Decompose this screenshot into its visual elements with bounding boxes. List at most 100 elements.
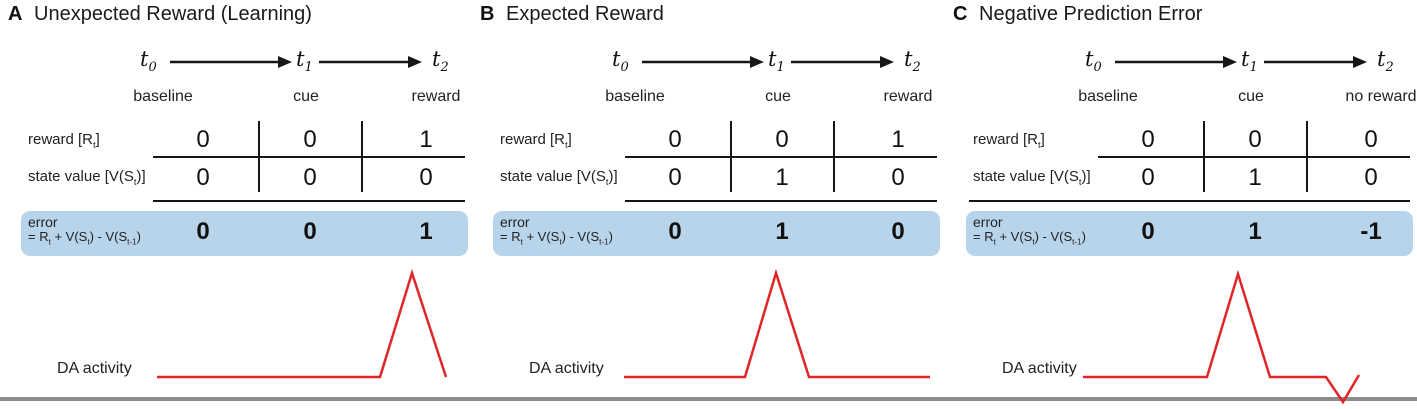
error-row-label: error = Rt + V(St) - V(St-1) — [500, 214, 613, 247]
da-polyline — [157, 268, 448, 379]
table-rule-bottom — [969, 200, 1410, 202]
timeline-arrows — [1115, 56, 1367, 68]
timeline: t0 t1 t2 baseline cue reward — [0, 0, 472, 409]
timeline-t2-label: t2 — [904, 47, 921, 76]
state-value-t2: 0 — [891, 164, 905, 191]
timeline-t1-label: t1 — [296, 47, 313, 76]
table-column-divider-2 — [833, 121, 835, 192]
da-activity-plot — [1083, 269, 1361, 405]
table-column-divider-1 — [1203, 121, 1205, 192]
reward-row-label: reward [Rt] — [500, 131, 572, 150]
timeline-t0-label: t0 — [140, 47, 157, 76]
table-rule-top — [153, 156, 465, 158]
da-polyline — [624, 268, 930, 379]
timeline: t0 t1 t2 baseline cue reward — [472, 0, 944, 409]
error-label-line1: error — [28, 214, 58, 230]
arrow-head-icon — [750, 56, 764, 68]
table-column-divider-2 — [361, 121, 363, 192]
error-value-t2: 1 — [419, 218, 433, 245]
error-value-t2: -1 — [1360, 218, 1382, 245]
reward-value-t2: 1 — [891, 126, 905, 153]
state-value-t2: 0 — [419, 164, 433, 191]
error-label-formula: = Rt + V(St) - V(St-1) — [28, 229, 141, 247]
error-value-t1: 1 — [775, 218, 789, 245]
panel-header: A Unexpected Reward (Learning) — [8, 3, 312, 26]
da-activity-label: DA activity — [529, 360, 604, 377]
error-value-t0: 0 — [196, 218, 210, 245]
da-activity-label: DA activity — [57, 360, 132, 377]
state-value-t0: 0 — [196, 164, 210, 191]
panel-letter: B — [480, 3, 495, 25]
table-rule-bottom — [153, 200, 465, 202]
stage-label-cue: cue — [1238, 88, 1264, 105]
stage-label-outcome: no reward — [1345, 88, 1417, 105]
arrow-head-icon — [880, 56, 894, 68]
table-rule-top — [625, 156, 937, 158]
error-row-box — [493, 211, 940, 256]
panel-letter: A — [8, 3, 23, 25]
panel-header: C Negative Prediction Error — [953, 3, 1202, 26]
table-column-divider-2 — [1306, 121, 1308, 192]
bottom-border-bar — [0, 397, 1417, 401]
timeline-t0-label: t0 — [1085, 47, 1102, 76]
panel-letter: C — [953, 3, 968, 25]
error-label-line1: error — [500, 214, 530, 230]
timeline: t0 t1 t2 baseline cue no reward — [945, 0, 1417, 409]
error-row-label: error = Rt + V(St) - V(St-1) — [28, 214, 141, 247]
reward-value-t0: 0 — [196, 126, 210, 153]
panel: A Unexpected Reward (Learning) t0 t1 t2 b… — [0, 0, 472, 409]
error-value-t1: 0 — [303, 218, 317, 245]
panel: C Negative Prediction Error t0 t1 t2 base… — [945, 0, 1417, 409]
timeline-arrows — [642, 56, 894, 68]
timeline-t1-label: t1 — [1241, 47, 1258, 76]
panel-title: Expected Reward — [506, 3, 664, 25]
error-value-t2: 0 — [891, 218, 905, 245]
error-label-formula: = Rt + V(St) - V(St-1) — [973, 229, 1086, 247]
state-value-t1: 0 — [303, 164, 317, 191]
stage-label-baseline: baseline — [133, 88, 193, 105]
timeline-arrows — [170, 56, 422, 68]
table-rule-bottom — [625, 200, 937, 202]
reward-row-label: reward [Rt] — [973, 131, 1045, 150]
arrow-head-icon — [1223, 56, 1237, 68]
table-rule-top — [1098, 156, 1410, 158]
state-value-row-label: state value [V(St)] — [973, 168, 1091, 187]
panel-header: B Expected Reward — [480, 3, 664, 26]
panel-title: Unexpected Reward (Learning) — [34, 3, 312, 25]
error-row-label: error = Rt + V(St) - V(St-1) — [973, 214, 1086, 247]
arrow-head-icon — [1353, 56, 1367, 68]
error-label-line1: error — [973, 214, 1003, 230]
reward-value-t1: 0 — [303, 126, 317, 153]
reward-value-t1: 0 — [775, 126, 789, 153]
state-value-t0: 0 — [1141, 164, 1155, 191]
table-column-divider-1 — [258, 121, 260, 192]
value-table: reward [Rt] state value [V(St)] 0 0 0 0 … — [945, 0, 1417, 409]
da-activity-label: DA activity — [1002, 360, 1077, 377]
error-value-t1: 1 — [1248, 218, 1262, 245]
stage-label-cue: cue — [765, 88, 791, 105]
state-value-t1: 1 — [775, 164, 789, 191]
value-table: reward [Rt] state value [V(St)] 0 0 1 0 … — [472, 0, 944, 409]
timeline-t1-label: t1 — [768, 47, 785, 76]
timeline-t2-label: t2 — [1377, 47, 1394, 76]
timeline-t2-label: t2 — [432, 47, 449, 76]
panel-title: Negative Prediction Error — [979, 3, 1203, 25]
reward-value-t1: 0 — [1248, 126, 1262, 153]
value-table: reward [Rt] state value [V(St)] 0 0 1 0 … — [0, 0, 472, 409]
reward-row-label: reward [Rt] — [28, 131, 100, 150]
state-value-row-label: state value [V(St)] — [500, 168, 618, 187]
reward-value-t2: 1 — [419, 126, 433, 153]
state-value-t0: 0 — [668, 164, 682, 191]
error-row-box — [966, 211, 1413, 256]
reward-value-t0: 0 — [668, 126, 682, 153]
error-row-box — [21, 211, 468, 256]
arrow-head-icon — [408, 56, 422, 68]
state-value-row-label: state value [V(St)] — [28, 168, 146, 187]
stage-label-baseline: baseline — [605, 88, 665, 105]
da-activity-plot — [157, 268, 448, 379]
reward-value-t2: 0 — [1364, 126, 1378, 153]
error-value-t0: 0 — [1141, 218, 1155, 245]
table-column-divider-1 — [730, 121, 732, 192]
timeline-t0-label: t0 — [612, 47, 629, 76]
